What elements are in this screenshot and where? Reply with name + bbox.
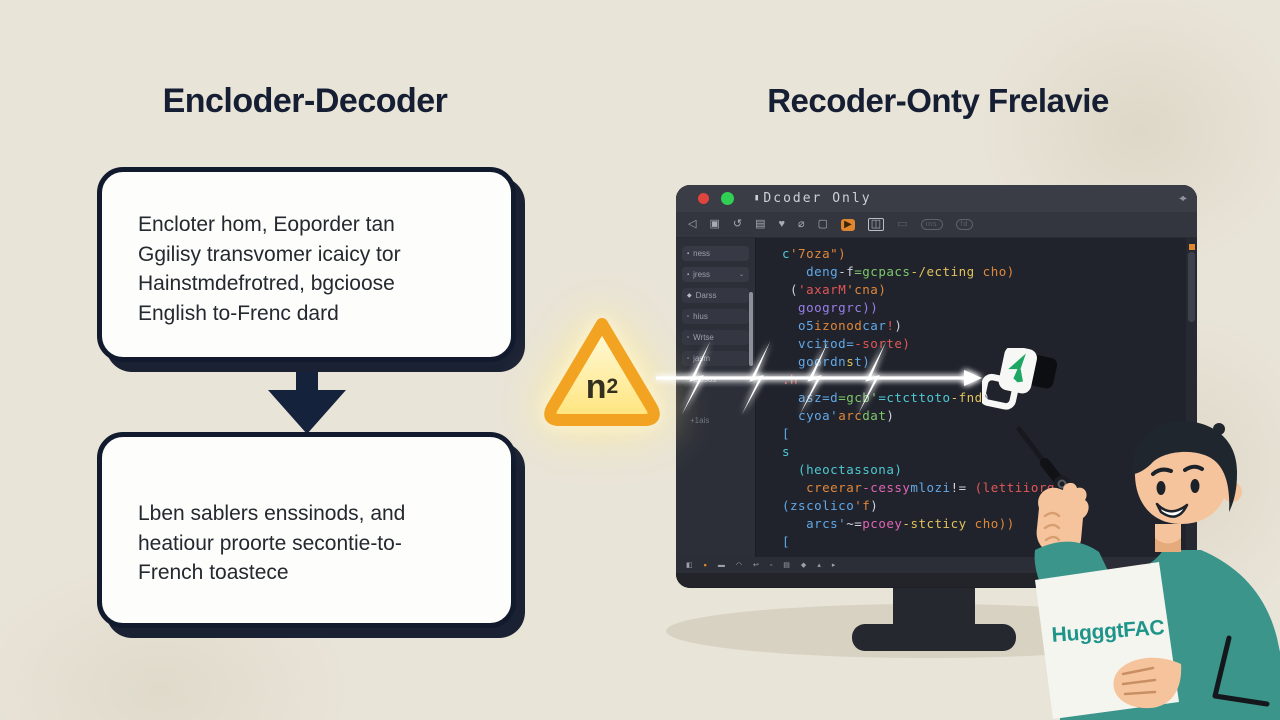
down-arrow (268, 360, 346, 434)
head (1132, 420, 1242, 524)
statusbar-icon: ▬ (717, 561, 725, 569)
editor-sidebar: ▪ness▪jress⌄◆Darss▫hius▫Wrtse▫jasm▫tasso… (676, 238, 756, 557)
statusbar-icon: ◧ (686, 561, 693, 569)
statusbar-icon: ▫ (769, 561, 773, 569)
box2-line: Lben sablers enssinods, and (138, 502, 406, 525)
decoder-description-box: Lben sablers enssinods, and heatiour pro… (97, 432, 516, 628)
window-control-icon: ◂▸ (1178, 193, 1187, 204)
hair-curl (1213, 423, 1225, 435)
code-line: o5izonodcar!) (782, 318, 903, 333)
chevron-down-icon: ⌄ (738, 272, 744, 278)
statusbar-icon: ▤ (783, 561, 790, 569)
encoder-description-box: Encloter hom, Eoporder tan Ggilisy trans… (97, 167, 516, 362)
toolbar-icon: ▢ (817, 218, 829, 230)
file-icon: ▫ (687, 313, 690, 320)
statusbar-icon: ▸ (831, 561, 836, 569)
sidebar-item: ◆Darss (682, 288, 749, 303)
toolbar-icon: ▭ (897, 218, 908, 230)
file-icon: ▪ (687, 250, 690, 257)
toolbar-icon: ▶ (841, 218, 855, 231)
toolbar-icon: ♥ (778, 218, 786, 230)
box2-line: heatiour proorte secontie-to- (138, 531, 402, 555)
toolbar-icon: ▤ (755, 218, 766, 230)
sidebar-item: ▫hius (682, 309, 749, 324)
sidebar-item: ▫jasm (682, 351, 749, 366)
code-line: ('axarM'cna) (782, 282, 887, 297)
code-line: [ (782, 426, 791, 441)
box2-line: French toastece (138, 561, 289, 584)
toolbar-icon: fd (955, 219, 974, 230)
code-line: c'7oza") (782, 246, 847, 261)
sidebar-item-label: jasm (693, 354, 711, 363)
sidebar-item-label: Darss (695, 291, 717, 300)
scrollbar-marker (1189, 244, 1195, 250)
editor-window-title: ▮Dcoder Only (754, 191, 872, 206)
cartoon-person (1016, 420, 1280, 720)
sidebar-item-label: hius (693, 312, 708, 321)
right-title: Recoder-Onty Frelavie (767, 82, 1109, 119)
left-title: Encloder-Decoder (162, 82, 448, 120)
sidebar-extra-label: +1ais (690, 416, 710, 425)
code-line: s (782, 444, 791, 459)
statusbar-icon: ◆ (800, 561, 807, 569)
sidebar-item-label: tassos (693, 375, 717, 384)
box1-line: Encloter hom, Eoporder tan (138, 213, 395, 236)
file-icon: ▫ (687, 334, 690, 341)
toolbar-icon: ⌀ (798, 218, 805, 230)
scrollbar-thumb (1188, 252, 1195, 322)
file-icon: ▪ (687, 271, 690, 278)
eye (1156, 481, 1166, 495)
monitor-stand-base (852, 624, 1016, 651)
sidebar-item: ▪jress ⌄ (682, 267, 749, 282)
sidebar-item-label: ness (693, 249, 711, 258)
file-icon: ▫ (687, 376, 690, 383)
statusbar-icon: ↩ (752, 561, 759, 569)
maximize-window-icon (721, 192, 734, 205)
sidebar-item: ▫Wrtse (682, 330, 749, 345)
sidebar-item: ▫tassos (682, 372, 749, 387)
editor-toolbar: ◁ ▣ ↺ ▤ ♥ ⌀ ▢ ▶ ◫ ▭ ins fd (676, 212, 1197, 238)
code-line: (heoctassona) (782, 462, 903, 477)
close-window-icon (698, 193, 709, 204)
code-line: (zscolico'f) (782, 498, 879, 513)
warning-triangle-icon (544, 318, 660, 426)
code-line: [ (782, 534, 791, 549)
toolbar-icon: ◁ (688, 218, 697, 230)
toolbar-icon: ◫ (867, 218, 885, 231)
code-line: googrgrc)) (782, 300, 879, 315)
editor-titlebar: ▮Dcoder Only ◂▸ (676, 185, 1197, 212)
statusbar-icon: ◠ (735, 561, 742, 569)
box1-line: Ggilisy transvomer icaicy tor (138, 242, 401, 266)
statusbar-icon: ▴ (817, 561, 821, 569)
toolbar-icon: ▣ (709, 218, 720, 230)
code-line: deng-f=gcpacs-/ecting cho) (782, 264, 1015, 279)
sidebar-item-label: jress (693, 270, 711, 279)
sidebar-scrollbar (749, 292, 753, 366)
box1-line: English to-Frenc dard (138, 301, 339, 325)
box1-line: Hainstmdefrotred, bgcioose (138, 272, 395, 295)
statusbar-icon: ▪ (703, 559, 707, 570)
toolbar-icon: ↺ (732, 218, 743, 230)
eye (1190, 479, 1200, 493)
sidebar-item: ▪ness (682, 246, 749, 261)
sidebar-item-label: Wrtse (693, 333, 714, 342)
toolbar-icon: ins (920, 219, 943, 230)
file-icon: ▫ (687, 355, 690, 362)
file-icon: ◆ (687, 292, 692, 299)
